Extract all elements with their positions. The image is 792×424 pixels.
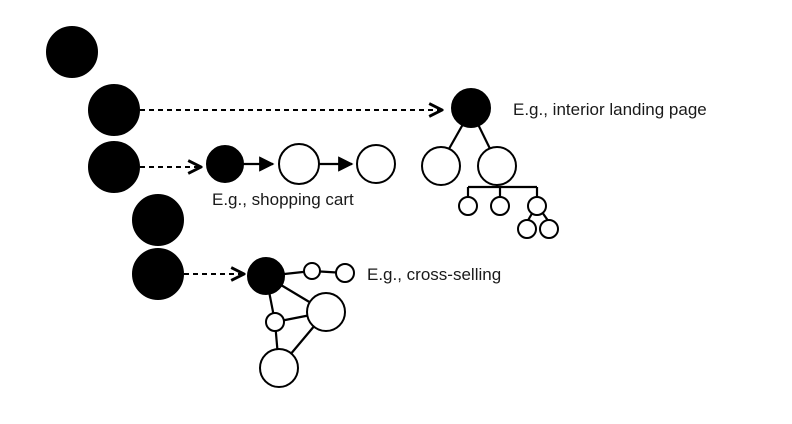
- shopping-cart-pattern: E.g., shopping cart: [140, 143, 396, 209]
- network-node: [265, 312, 285, 332]
- tree-leaf-node: [517, 219, 537, 239]
- entry-page-node-3: [88, 141, 140, 193]
- tree-child-node: [477, 146, 517, 186]
- landing-page-node: [451, 88, 491, 128]
- tree-leaf-node: [539, 219, 559, 239]
- network-node: [303, 262, 321, 280]
- network-node: [335, 263, 355, 283]
- entry-page-node-5: [132, 248, 184, 300]
- entry-page-node-1: [46, 26, 98, 78]
- cross-selling-start-node: [247, 257, 285, 295]
- tree-leaf-node: [490, 196, 510, 216]
- label-shopping-cart: E.g., shopping cart: [212, 190, 354, 209]
- network-node: [306, 292, 346, 332]
- network-node: [259, 348, 299, 388]
- interior-landing-page-pattern: E.g., interior landing page: [140, 88, 707, 239]
- label-interior-landing-page: E.g., interior landing page: [513, 100, 707, 119]
- tree-leaf-node: [527, 196, 547, 216]
- cart-step-node: [356, 144, 396, 184]
- entry-page-node-2: [88, 84, 140, 136]
- cart-start-node: [206, 145, 244, 183]
- cart-step-node: [278, 143, 320, 185]
- cross-selling-pattern: E.g., cross-selling: [184, 257, 501, 388]
- tree-leaf-node: [458, 196, 478, 216]
- tree-child-node: [421, 146, 461, 186]
- label-cross-selling: E.g., cross-selling: [367, 265, 501, 284]
- entry-page-node-4: [132, 194, 184, 246]
- entry-pages-column: [46, 26, 184, 300]
